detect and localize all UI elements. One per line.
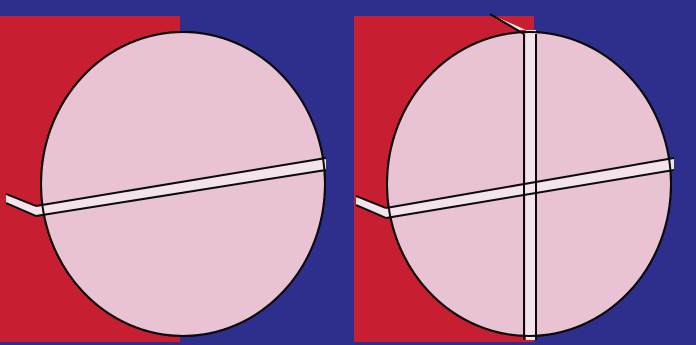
- cylinder-split-diagram-left: [0, 0, 348, 345]
- cylinder-split-diagram-right: [348, 0, 696, 345]
- panel-four-quarters: [348, 0, 696, 345]
- panel-two-halves: [0, 0, 348, 345]
